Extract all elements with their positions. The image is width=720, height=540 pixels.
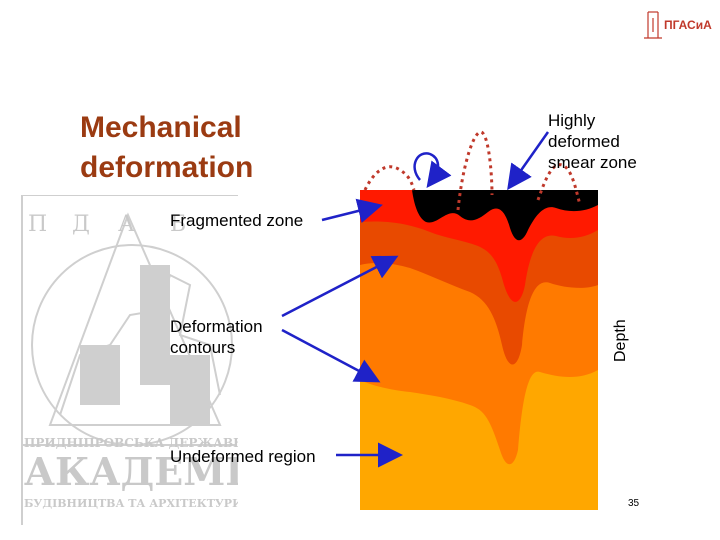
eroded-surface-outline (363, 130, 582, 211)
watermark-line2: АКАДЕМІЯ (24, 449, 238, 494)
page-number: 35 (628, 498, 640, 509)
watermark-letter: П (28, 212, 47, 237)
watermark-line3: БУДІВНИЦТВА ТА АРХІТЕКТУРИ (24, 497, 238, 510)
academy-watermark: П Д А Б ПРИДНІПРОВСЬКА ДЕРЖАВНА АКАДЕМІЯ… (21, 195, 238, 525)
slide-title: Mechanical deformation (80, 111, 254, 184)
arrow-contour-lower (281, 328, 381, 383)
deformation-contours-label: Deformation contours (170, 317, 263, 357)
deformation-layers (360, 190, 598, 510)
fragmented-zone-label: Fragmented zone (170, 211, 304, 230)
arrow-smear-zone (507, 131, 550, 191)
depth-axis-label: Depth (612, 319, 629, 362)
watermark-letter: А (118, 212, 135, 237)
arrow-contour-upper (281, 255, 399, 318)
rotation-arrow-icon (413, 152, 452, 189)
watermark-line1: ПРИДНІПРОВСЬКА ДЕРЖАВНА (24, 436, 238, 450)
annotation-arrows (281, 131, 550, 468)
watermark-letter: Д (72, 212, 90, 237)
arrow-fragmented-zone (321, 198, 383, 223)
watermark-letter: Б (170, 212, 186, 237)
academy-logo-text: ПГАСиА (664, 18, 712, 32)
smear-zone-label: Highly deformed smear zone (548, 111, 637, 172)
academy-logo-icon (644, 11, 662, 39)
undeformed-region-label: Undeformed region (170, 447, 316, 466)
red-layer (360, 190, 598, 302)
